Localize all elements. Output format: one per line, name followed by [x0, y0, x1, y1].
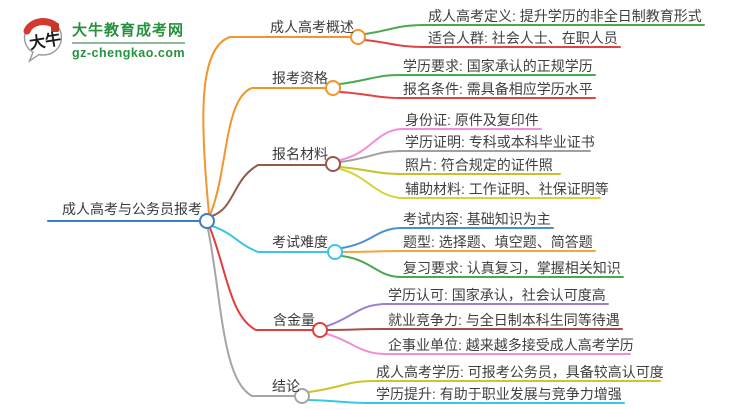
branch-topic-materials[interactable]: 报名材料	[272, 146, 328, 162]
branch-node-circle-qualification[interactable]	[325, 80, 341, 96]
root-node-circle[interactable]	[199, 213, 215, 229]
leaf-topic[interactable]: 学历证明: 专科或本科毕业证书	[405, 134, 595, 150]
leaf-topic[interactable]: 成人高考定义: 提升学历的非全日制教育形式	[428, 8, 702, 24]
logo-site-name: 大牛教育成考网	[72, 22, 186, 44]
branch-connector-difficulty	[211, 225, 329, 253]
leaf-topic[interactable]: 题型: 选择题、填空题、简答题	[403, 234, 593, 250]
branch-topic-qualification[interactable]: 报考资格	[272, 70, 328, 86]
leaf-connector	[341, 255, 624, 278]
leaf-connector	[326, 333, 631, 355]
leaf-topic[interactable]: 成人高考学历: 可报考公务员，具备较高认可度	[376, 364, 664, 380]
root-topic[interactable]: 成人高考与公务员报考	[62, 201, 202, 217]
leaf-topic[interactable]: 适合人群: 社会人士、在职人员	[428, 30, 618, 46]
leaf-connector	[339, 128, 542, 161]
leaf-connector	[339, 168, 601, 199]
leaf-topic[interactable]: 学历要求: 国家承认的正规学历	[403, 58, 593, 74]
leaf-topic[interactable]: 身份证: 原件及复印件	[405, 112, 539, 128]
branch-node-circle-overview[interactable]	[350, 29, 366, 45]
leaf-connector	[326, 328, 623, 331]
leaf-connector	[326, 303, 609, 327]
branch-connector-conclusion	[207, 228, 296, 397]
leaf-topic[interactable]: 学历认可: 国家承认，社会认可度高	[388, 287, 606, 303]
branch-topic-overview[interactable]: 成人高考概述	[270, 19, 354, 35]
site-logo[interactable]: 大牛 大牛教育成考网 gz-chengkao.com	[20, 16, 186, 66]
leaf-topic[interactable]: 照片: 符合规定的证件照	[405, 157, 553, 173]
leaf-connector	[364, 39, 621, 48]
logo-bubble-icon: 大牛	[23, 18, 63, 63]
leaf-topic[interactable]: 报名条件: 需具备相应学历水平	[403, 81, 593, 97]
leaf-topic[interactable]: 辅助材料: 工作证明、社保证明等	[405, 181, 609, 197]
branch-node-circle-materials[interactable]	[325, 156, 341, 172]
logo-domain: gz-chengkao.com	[72, 45, 186, 60]
leaf-connector	[341, 227, 554, 249]
logo-seal-icon	[51, 23, 59, 32]
branch-node-circle-value[interactable]	[312, 322, 328, 338]
branch-connector-overview	[202, 36, 352, 215]
leaf-connector	[308, 399, 625, 404]
logo-icon-text: 大牛	[28, 29, 63, 53]
branch-connector-qualification	[209, 87, 327, 216]
branch-topic-difficulty[interactable]: 考试难度	[272, 234, 328, 250]
leaf-topic[interactable]: 复习要求: 认真复习，掌握相关知识	[403, 260, 621, 276]
branch-topic-value[interactable]: 含金量	[273, 312, 315, 328]
leaf-topic[interactable]: 考试内容: 基础知识为主	[403, 211, 551, 227]
branch-connector-materials	[211, 164, 327, 217]
leaf-topic[interactable]: 企事业单位: 越来越多接受成人高考学历	[388, 337, 634, 353]
branch-node-circle-conclusion[interactable]	[294, 388, 310, 404]
leaf-connector	[339, 166, 561, 175]
branch-topic-conclusion[interactable]: 结论	[272, 378, 300, 394]
leaf-connector	[364, 24, 705, 35]
leaf-topic[interactable]: 就业竞争力: 与全日制本科生同等待遇	[388, 312, 620, 328]
leaf-connector	[341, 250, 596, 253]
leaf-connector	[308, 380, 661, 393]
branch-connector-value	[209, 227, 314, 331]
leaf-connector	[339, 91, 596, 99]
leaf-connector	[339, 150, 591, 163]
branch-node-circle-difficulty[interactable]	[327, 244, 343, 260]
leaf-topic[interactable]: 学历提升: 有助于职业发展与竞争力增强	[376, 386, 622, 402]
leaf-connector	[339, 74, 596, 85]
